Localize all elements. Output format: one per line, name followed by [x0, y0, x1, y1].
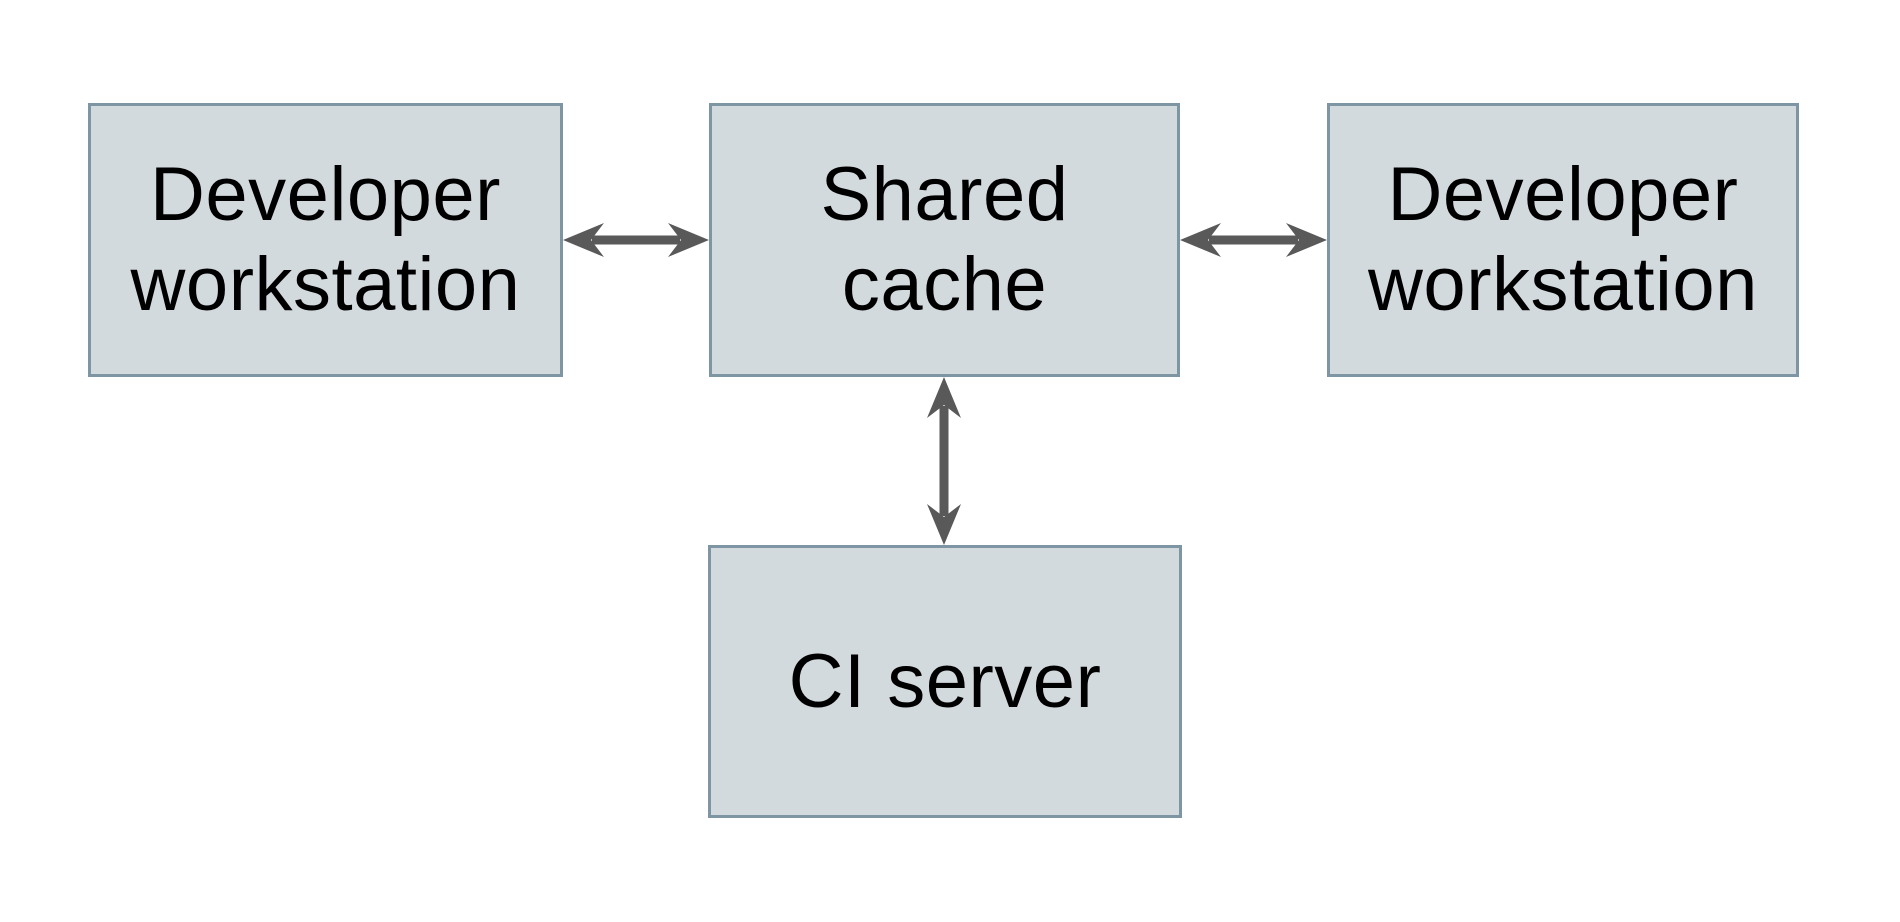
node-label-ci-server: CI server: [788, 638, 1102, 724]
node-label-developer-workstation-left: Developer workstation: [130, 152, 521, 327]
node-ci-server: CI server: [708, 545, 1182, 818]
arrowhead-right-icon: [1286, 223, 1327, 257]
node-shared-cache: Shared cache: [709, 103, 1180, 377]
edge-shared-cache-right-workstation: [1180, 223, 1327, 257]
node-developer-workstation-left: Developer workstation: [88, 103, 563, 377]
edge-left-workstation-shared-cache: [563, 223, 709, 257]
node-label-shared-cache: Shared cache: [820, 152, 1069, 327]
edge-shared-cache-ci-server: [927, 377, 961, 545]
arrowhead-right-icon: [668, 223, 709, 257]
arrowhead-left-icon: [563, 223, 604, 257]
arrowhead-down-icon: [927, 504, 961, 545]
arrowhead-left-icon: [1180, 223, 1221, 257]
node-label-developer-workstation-right: Developer workstation: [1368, 152, 1758, 327]
node-developer-workstation-right: Developer workstation: [1327, 103, 1799, 377]
arrowhead-up-icon: [927, 377, 961, 418]
